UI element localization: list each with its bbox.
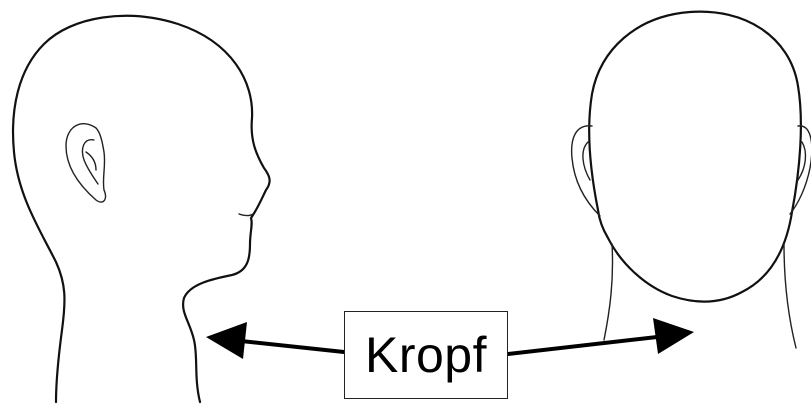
front-ear-right-inner bbox=[797, 141, 807, 181]
front-neck-left bbox=[603, 243, 614, 341]
arrow-left-shaft bbox=[230, 338, 346, 354]
arrow-left bbox=[206, 322, 346, 359]
arrow-right-head bbox=[653, 318, 694, 354]
arrow-left-head bbox=[206, 322, 247, 359]
arrow-right-shaft bbox=[506, 334, 668, 356]
head-profile-icon bbox=[11, 14, 271, 404]
front-ear-right bbox=[789, 125, 811, 215]
profile-ear-inner bbox=[81, 139, 99, 185]
label-text: Kropf bbox=[364, 327, 487, 383]
label-box: Kropf bbox=[344, 311, 508, 399]
front-neck-right bbox=[783, 243, 797, 349]
front-ear-left bbox=[570, 125, 601, 217]
front-ear-left-inner bbox=[582, 141, 591, 181]
head-front-icon bbox=[570, 10, 811, 349]
profile-head-outline bbox=[11, 14, 271, 404]
front-head-outline bbox=[588, 10, 802, 303]
profile-mouth-line bbox=[238, 213, 254, 217]
profile-ear-outer bbox=[65, 123, 107, 203]
arrow-right bbox=[506, 318, 694, 356]
